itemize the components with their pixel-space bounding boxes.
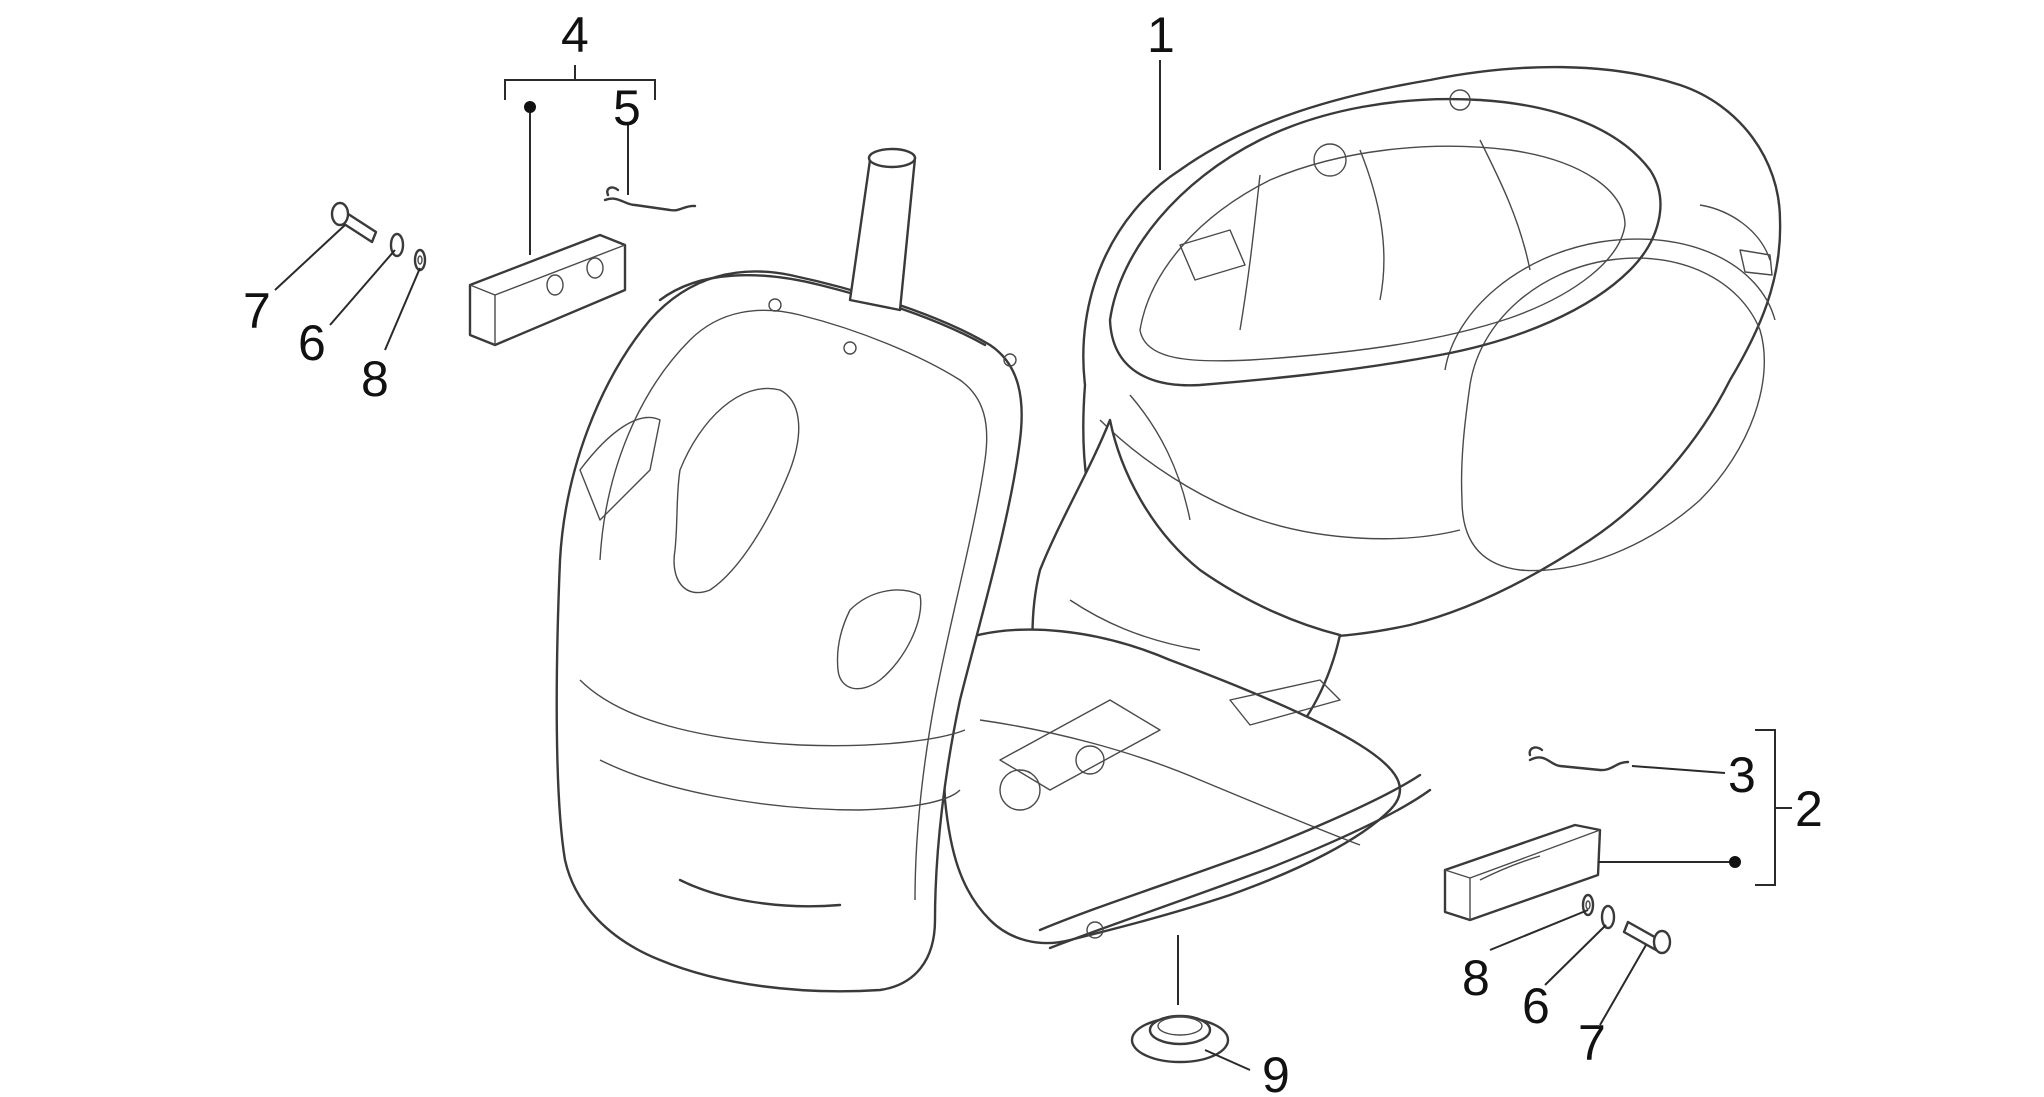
- callout-3: 3: [1728, 747, 1756, 803]
- callout-8-left: 8: [361, 351, 389, 407]
- callout-6-left: 6: [298, 315, 326, 371]
- callout-4-dot: [524, 101, 536, 113]
- leader-lines: [274, 60, 1792, 1071]
- left-footboard-trim: [468, 233, 627, 347]
- callout-1: 1: [1147, 7, 1175, 63]
- right-washer-6-part: [1600, 904, 1616, 930]
- left-screw-part: [330, 201, 378, 244]
- left-clip-part: [603, 186, 697, 212]
- callout-7-right: 7: [1578, 1015, 1606, 1071]
- callout-4: 4: [561, 7, 589, 63]
- scooter-frame-body: [555, 65, 1782, 993]
- callout-2-dot: [1729, 856, 1741, 868]
- callout-5: 5: [613, 80, 641, 136]
- callout-2: 2: [1795, 781, 1823, 837]
- callout-8-right: 8: [1462, 950, 1490, 1006]
- grommet-part: [1130, 1014, 1230, 1064]
- right-screw-part: [1622, 920, 1672, 955]
- left-washer-8-part: [413, 248, 427, 272]
- callout-7-left: 7: [243, 283, 271, 339]
- right-footboard-trim: [1443, 823, 1602, 922]
- callout-9: 9: [1262, 1047, 1290, 1097]
- right-clip-part: [1528, 746, 1630, 772]
- callout-6-right: 6: [1522, 978, 1550, 1034]
